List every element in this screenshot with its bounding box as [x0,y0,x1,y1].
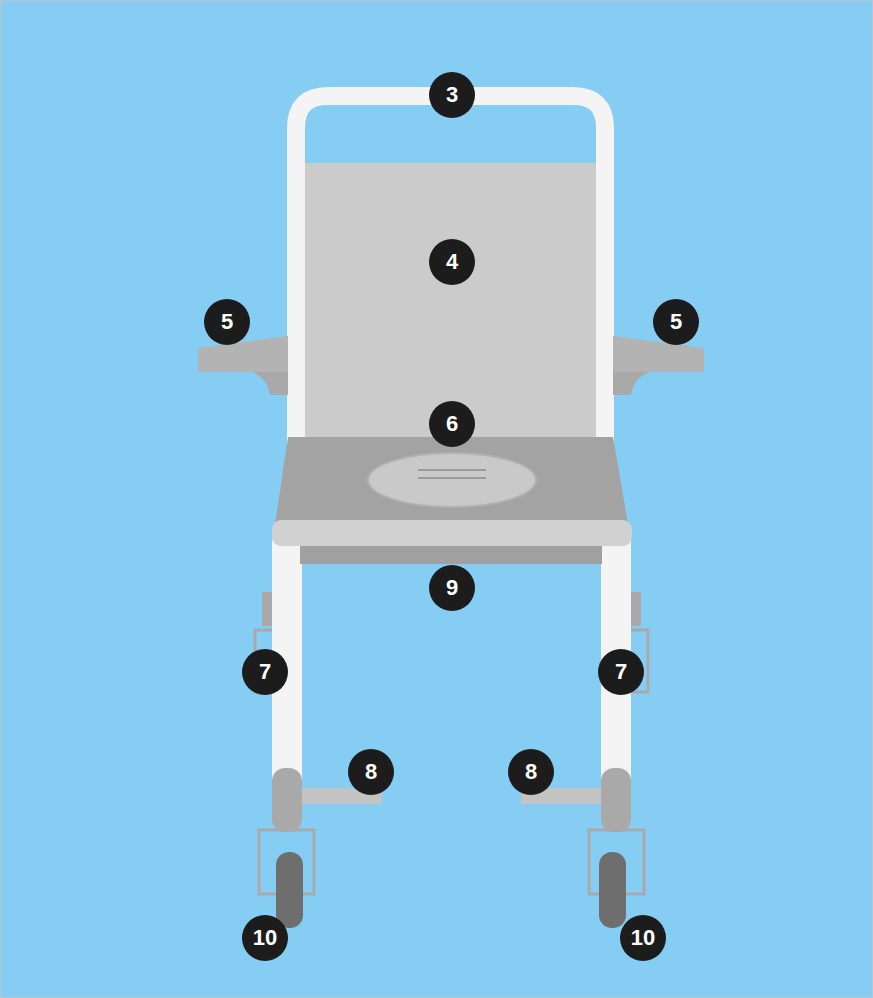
seat-front [272,520,632,546]
callout-number: 10 [242,915,288,961]
lid-mark [418,477,486,479]
callout-number: 7 [242,649,288,695]
wheel [599,852,626,928]
leg-socket [272,768,302,832]
callout-number: 3 [429,72,475,118]
backrest-frame [296,96,605,445]
callout-number: 5 [653,299,699,345]
callout-number: 8 [508,749,554,795]
armrest [198,336,288,372]
callout-number: 10 [620,915,666,961]
seat-lid [368,453,536,507]
callout-number: 5 [204,299,250,345]
callout-number: 6 [429,401,475,447]
wheel [276,852,303,928]
leg-socket [601,768,631,832]
seat [275,437,628,524]
lid-mark [418,469,486,471]
callout-number: 9 [429,565,475,611]
callout-number: 7 [598,649,644,695]
callout-number: 8 [348,749,394,795]
callout-number: 4 [429,239,475,285]
armrest [613,336,704,372]
